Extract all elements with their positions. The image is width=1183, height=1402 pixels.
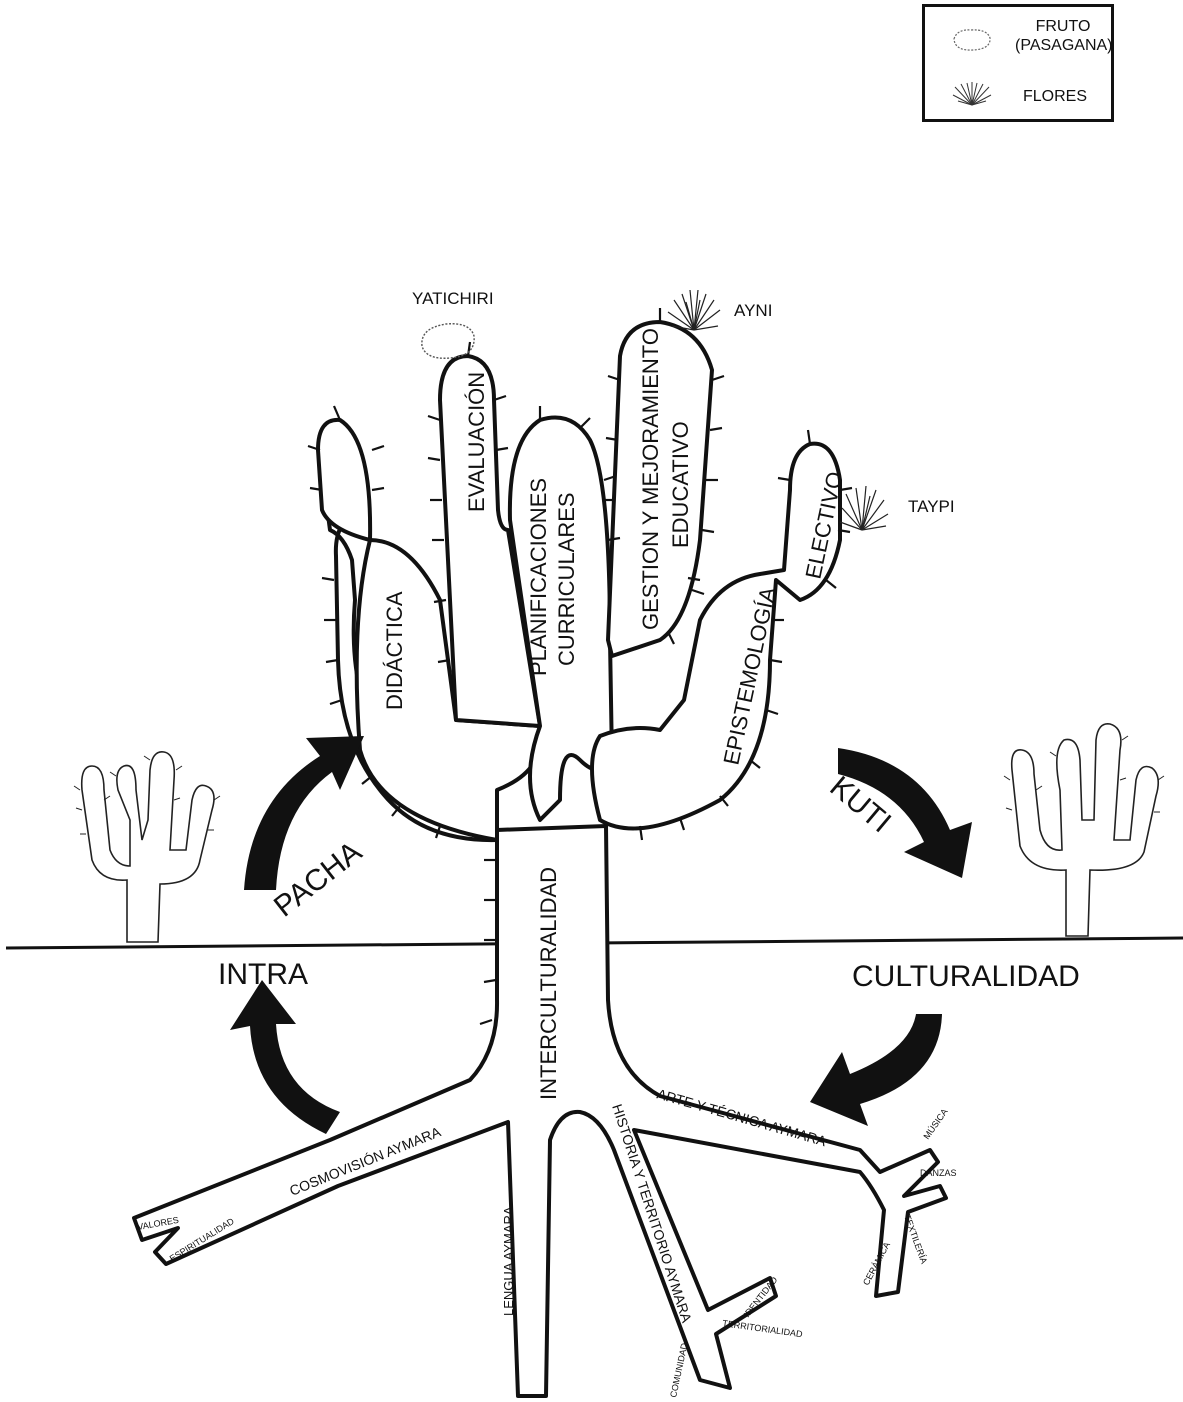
label-yatichiri: YATICHIRI [412,289,494,308]
label-planificaciones-1: PLANIFICACIONES [526,478,551,676]
small-cactus-right [1004,724,1164,936]
label-taypi: TAYPI [908,497,955,516]
label-didactica: DIDÁCTICA [382,591,407,710]
label-pacha: PACHA [268,835,368,923]
flower-ayni [668,290,720,330]
label-lengua: LENGUA AYMARA [501,1206,516,1316]
label-gestion-1: GESTION Y MEJORAMIENTO [638,328,663,630]
small-cactus-left [74,752,220,942]
label-evaluacion: EVALUACIÓN [464,372,489,512]
label-musica: MÚSICA [921,1107,949,1141]
arrow-intra [230,980,340,1134]
label-danzas: DANZAS [920,1168,957,1178]
label-gestion-2: EDUCATIVO [668,421,693,548]
flower-taypi [840,486,888,530]
label-ayni: AYNI [734,301,772,320]
label-comunidad: COMUNIDAD [668,1342,689,1399]
arrow-culturalidad [810,1014,942,1126]
label-intra: INTRA [218,958,308,991]
label-territorialidad: TERRITORIALIDAD [722,1318,804,1339]
fruit-pasagana [422,324,474,359]
label-trunk: INTERCULTURALIDAD [536,867,561,1100]
label-culturalidad: CULTURALIDAD [852,960,1080,993]
label-planificaciones-2: CURRICULARES [554,492,579,666]
